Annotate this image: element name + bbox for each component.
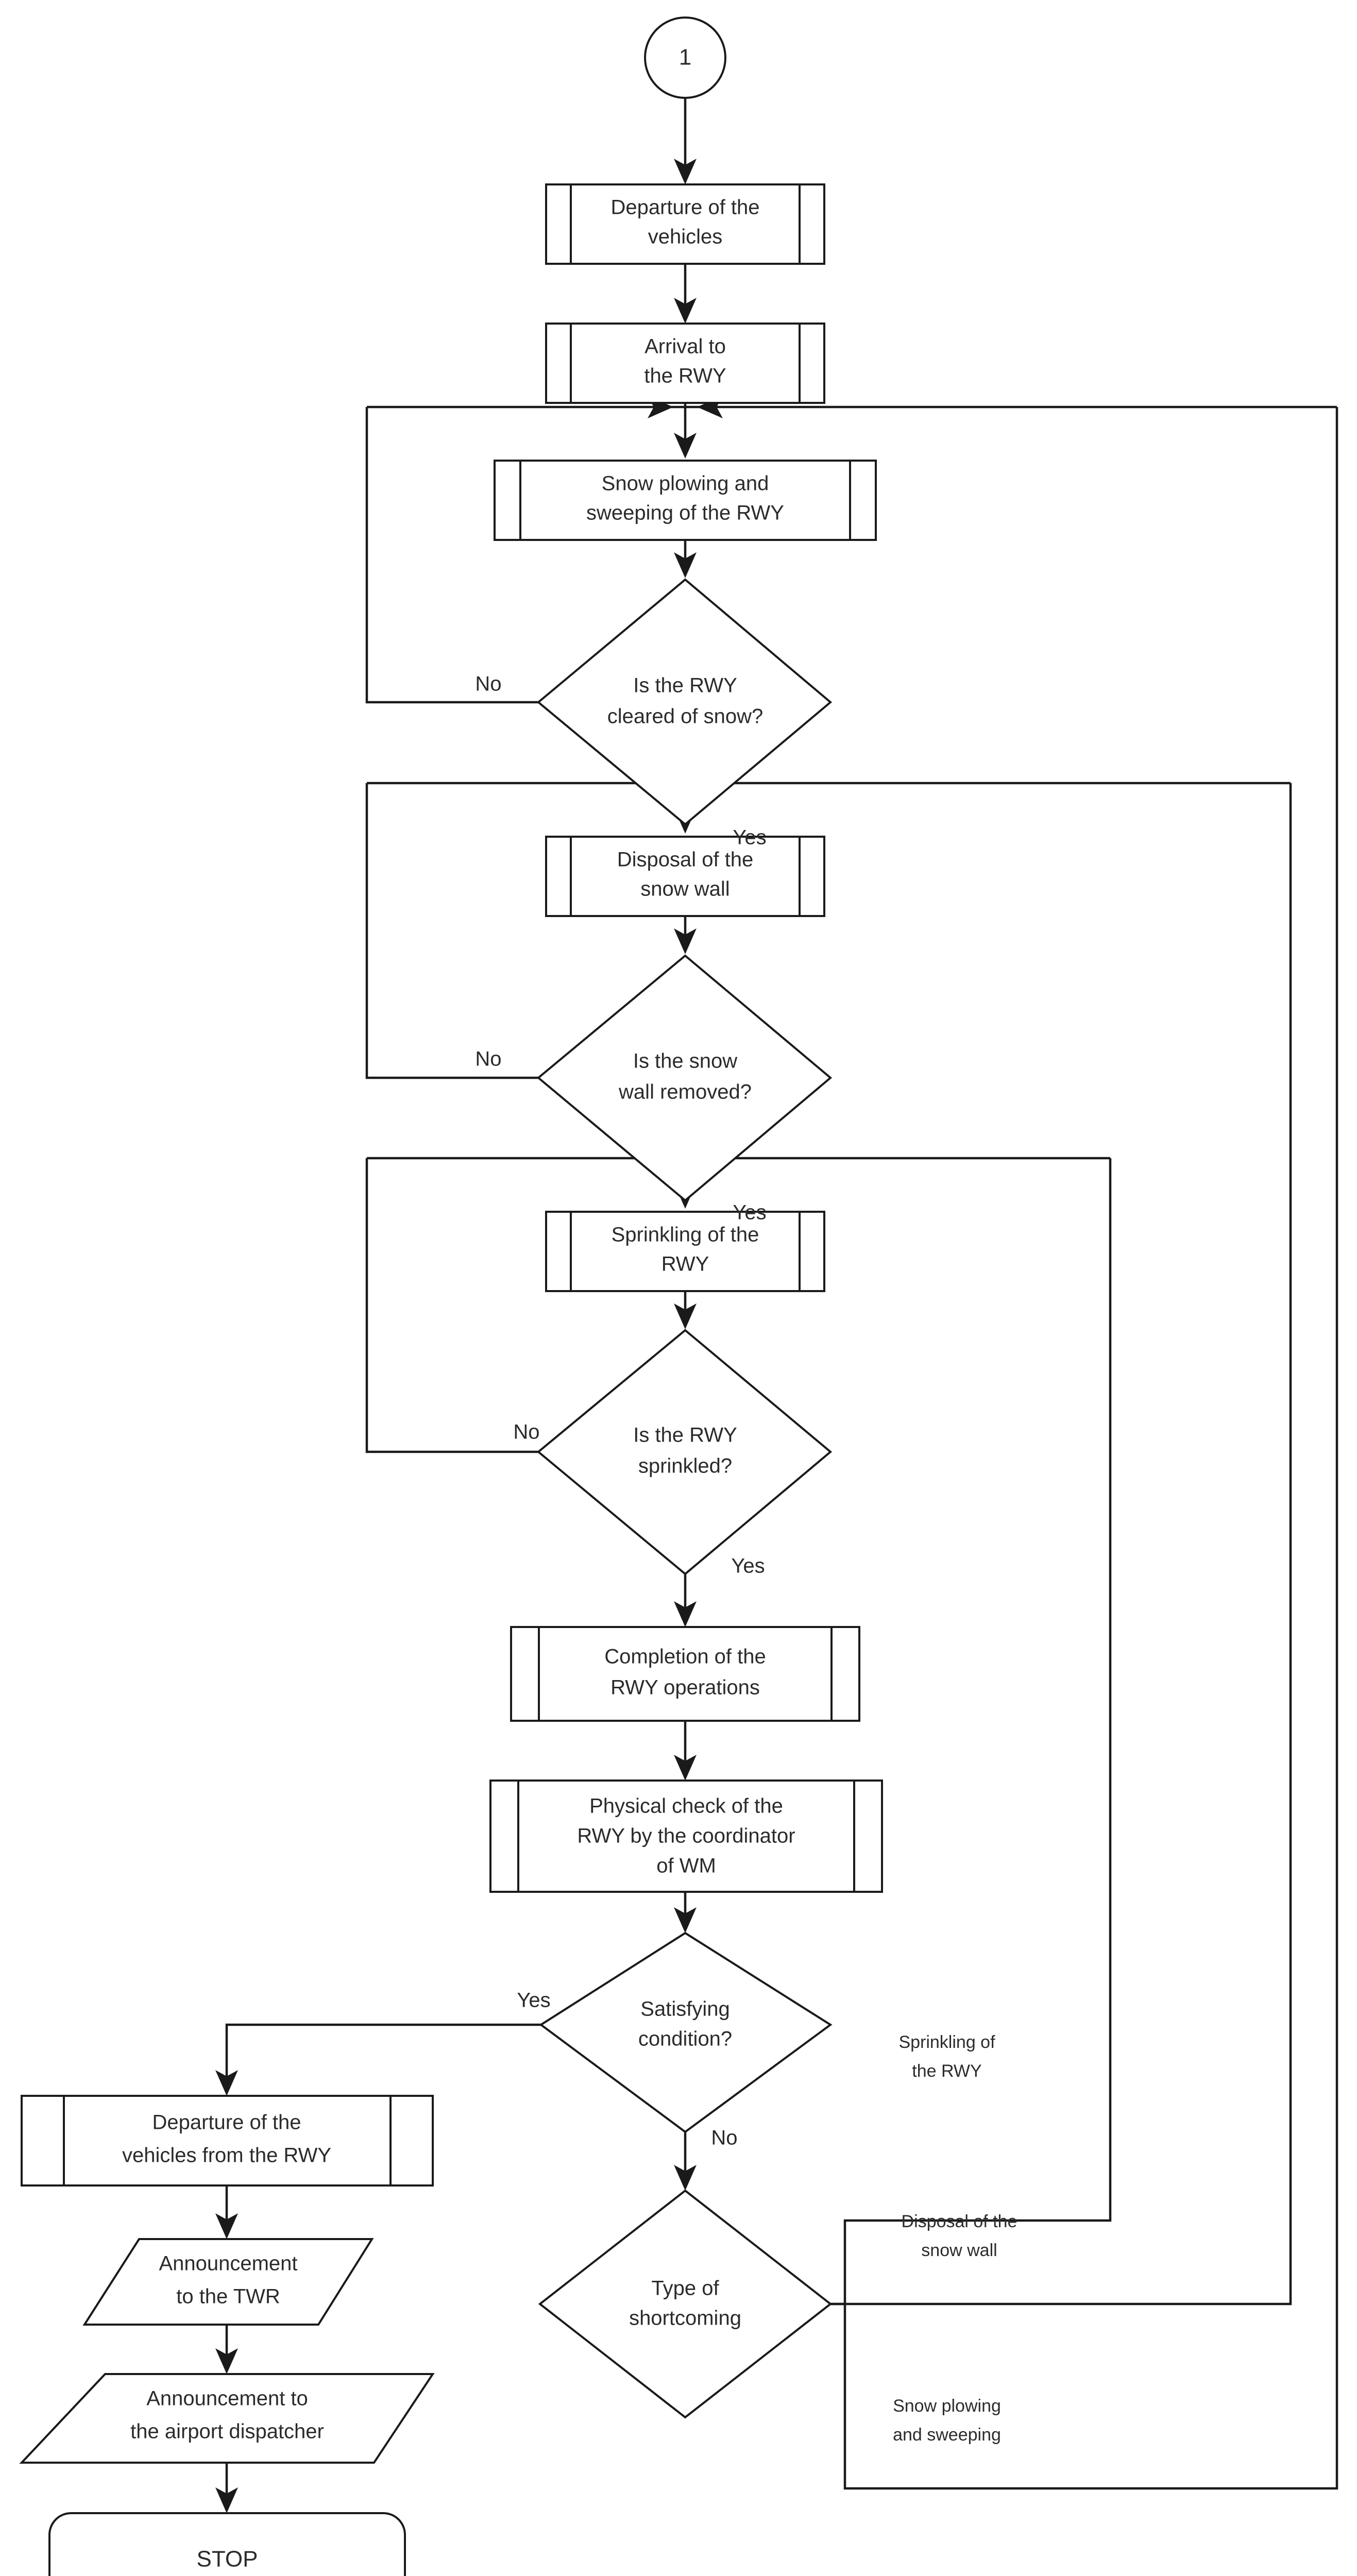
node-announcement-dispatcher[interactable]: Announcement to the airport dispatcher [19,2373,435,2464]
decision-shortcoming-line1: Type of [651,2277,719,2300]
edge-satisfying-yes [225,2023,541,2081]
route-label-disposal-line1: Disposal of the [902,2212,1017,2231]
decision-wall-line2: wall removed? [618,1081,752,1104]
node-connector-start[interactable]: 1 [644,16,726,99]
physical-check-line1: Physical check of the [589,1795,783,1818]
arrowhead-satisfying-no [674,2165,697,2191]
edge-shortcoming-plowing [843,407,1338,2490]
announcement-twr-line2: to the TWR [176,2285,280,2308]
departure-from-rwy-line1: Departure of the [152,2111,301,2134]
node-departure-from-rwy[interactable]: Departure of the vehicles from the RWY [21,2095,434,2187]
arrowhead-departure-to-twr [215,2213,238,2239]
node-completion-operations[interactable]: Completion of the RWY operations [510,1626,860,1722]
arrowhead-twr-to-dispatcher [215,2348,238,2374]
decision-satisfying-line2: condition? [638,2028,732,2050]
route-label-disposal-line2: snow wall [921,2241,997,2260]
decision-wall-line1: Is the snow [633,1050,737,1073]
node-departure-vehicles[interactable]: Departure of the vehicles [545,183,825,265]
arrowhead-check-to-satisfying [674,1907,697,1933]
disposal-snow-wall-line2: snow wall [640,878,730,901]
route-label-sprinkling-line2: the RWY [912,2061,981,2081]
stop-label: STOP [196,2547,258,2572]
departure-vehicles-line1: Departure of the [610,196,759,219]
node-arrival-rwy[interactable]: Arrival to the RWY [545,323,825,404]
node-decision-satisfying[interactable]: Satisfying condition? [539,1931,833,2133]
edge-label-cleared-yes: Yes [733,826,766,849]
arrowhead-sprinkled-yes [674,1601,697,1627]
physical-check-line2: RWY by the coordinator [577,1825,795,1848]
completion-line2: RWY operations [610,1676,760,1699]
node-snow-plowing[interactable]: Snow plowing and sweeping of the RWY [494,460,877,541]
route-label-plowing-line2: and sweeping [893,2425,1001,2445]
node-stop[interactable]: STOP [48,2512,406,2576]
announcement-dispatcher-line1: Announcement to [146,2387,308,2410]
arrowhead-start-to-departure [674,159,697,184]
edge-label-sprinkled-yes: Yes [731,1555,765,1578]
disposal-snow-wall-line1: Disposal of the [617,849,754,871]
node-decision-cleared[interactable]: Is the RWY cleared of snow? [536,578,833,826]
arrival-rwy-line2: the RWY [644,365,726,387]
arrowhead-completion-to-check [674,1755,697,1781]
edge-wall-no-loop [365,783,538,1079]
node-decision-shortcoming[interactable]: Type of shortcoming [538,2189,833,2419]
arrowhead-satisfying-yes [215,2070,238,2096]
edge-shortcoming-disposal [830,783,1292,2306]
arrowhead-plowing-to-decision [674,552,697,578]
route-label-sprinkling-line1: Sprinkling of [898,2032,995,2052]
node-decision-wall-removed[interactable]: Is the snow wall removed? [536,954,833,1202]
departure-from-rwy-line2: vehicles from the RWY [122,2144,331,2167]
connector-start-label: 1 [679,45,691,70]
edge-label-layer: No Yes No Yes No Yes Yes No [475,673,766,2149]
edge-sprinkled-no-loop [365,1158,538,1453]
arrowhead-dispatcher-to-stop [215,2487,238,2513]
announcement-dispatcher-line2: the airport dispatcher [130,2420,324,2443]
arrowhead-departure-to-arrival [674,298,697,324]
edge-label-cleared-no: No [475,673,501,696]
edge-label-sprinkled-no: No [513,1421,539,1444]
arrowhead-disposal-to-decision [674,928,697,954]
sprinkling-rwy-line1: Sprinkling of the [612,1224,759,1246]
completion-line1: Completion of the [604,1646,766,1668]
arrowhead-arrival-to-plowing [674,433,697,459]
announcement-twr-line1: Announcement [159,2252,297,2275]
arrowhead-sprinkling-to-decision [674,1303,697,1329]
decision-satisfying-line1: Satisfying [640,1998,730,2021]
decision-sprinkled-line1: Is the RWY [633,1424,737,1447]
departure-vehicles-line2: vehicles [648,226,723,248]
edge-label-satisfying-yes: Yes [517,1989,550,2012]
node-decision-sprinkled[interactable]: Is the RWY sprinkled? [536,1329,833,1575]
snow-plowing-line2: sweeping of the RWY [586,502,784,524]
node-disposal-snow-wall[interactable]: Disposal of the snow wall [545,836,825,917]
route-label-plowing-line1: Snow plowing [893,2396,1001,2416]
node-announcement-twr[interactable]: Announcement to the TWR [82,2238,374,2326]
edge-label-wall-no: No [475,1048,501,1071]
sprinkling-rwy-line2: RWY [661,1253,709,1276]
node-physical-check[interactable]: Physical check of the RWY by the coordin… [489,1780,883,1893]
edge-shortcoming-sprinkling [830,1158,1112,2306]
route-label-layer: Sprinkling of the RWY Disposal of the sn… [893,2032,1017,2445]
edge-label-wall-yes: Yes [733,1201,766,1224]
decision-shortcoming-line2: shortcoming [629,2307,741,2330]
edge-label-satisfying-no: No [711,2127,737,2149]
decision-sprinkled-line2: sprinkled? [638,1455,732,1478]
node-sprinkling-rwy[interactable]: Sprinkling of the RWY [545,1211,825,1292]
arrival-rwy-line1: Arrival to [644,335,726,358]
decision-cleared-line1: Is the RWY [633,674,737,697]
snow-plowing-line1: Snow plowing and [602,472,769,495]
physical-check-line3: of WM [656,1855,716,1877]
edge-cleared-no-loop [365,407,538,704]
decision-cleared-line2: cleared of snow? [607,705,763,728]
